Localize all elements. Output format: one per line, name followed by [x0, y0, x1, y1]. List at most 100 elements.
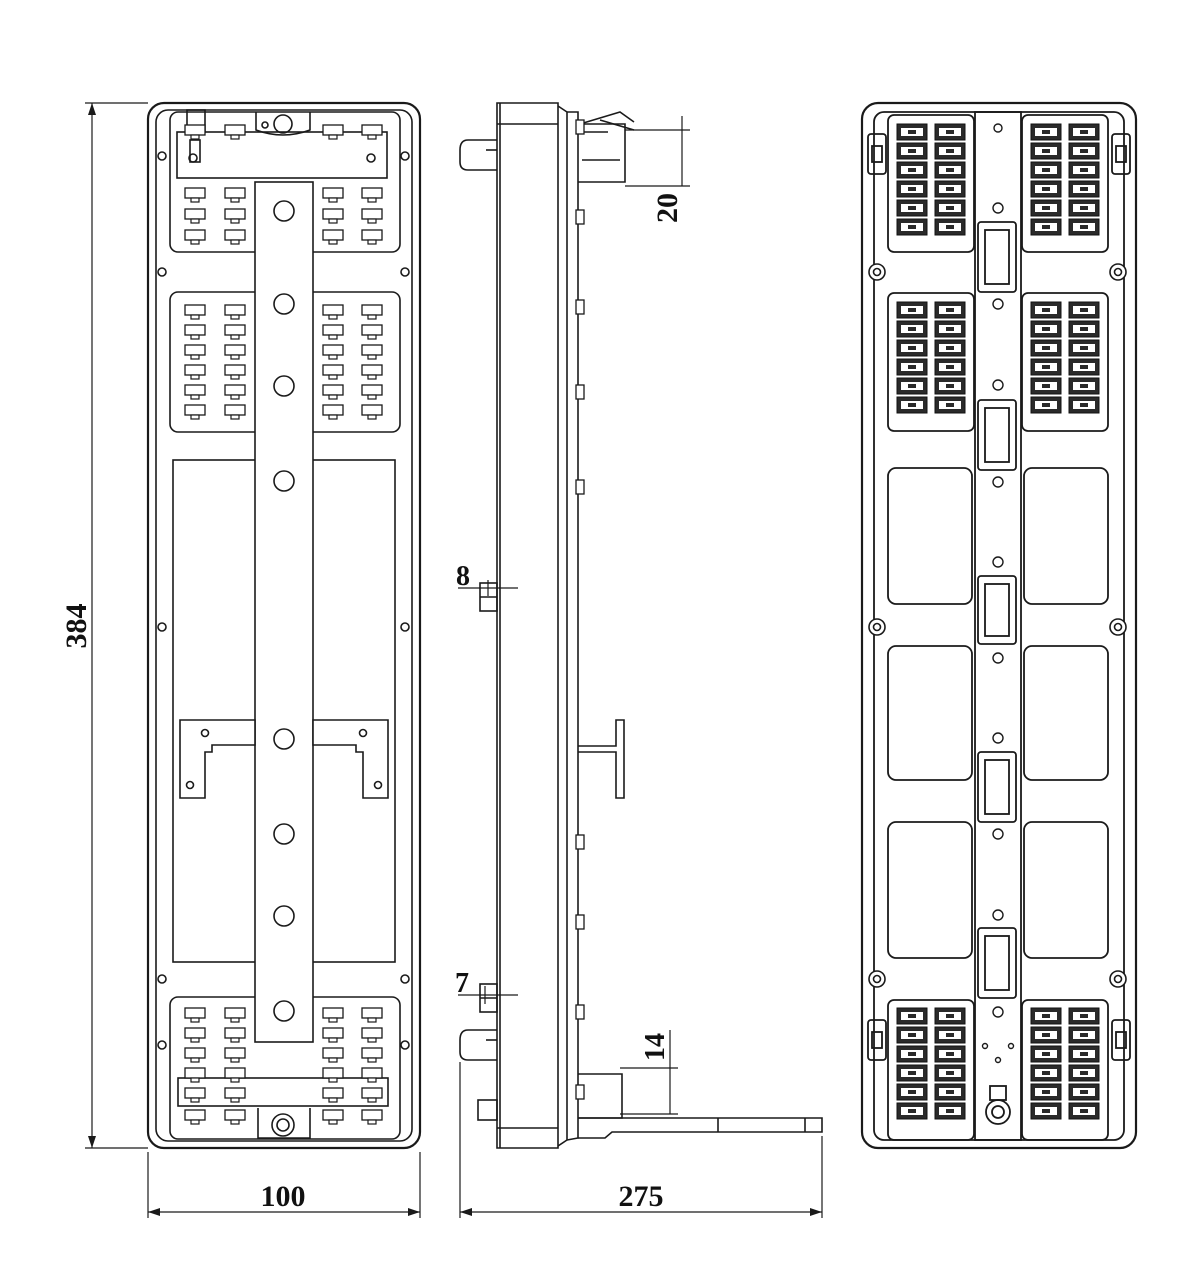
connector-port [224, 208, 246, 224]
connector-port [224, 1109, 246, 1125]
connector-port [322, 324, 344, 340]
fiber-adapter [934, 199, 966, 217]
fiber-adapter [896, 142, 928, 160]
fiber-adapter [1068, 320, 1100, 338]
fiber-adapter [896, 1026, 928, 1044]
connector-port [184, 404, 206, 420]
dim-bottom-offset-label: 14 [640, 1033, 671, 1061]
fiber-adapter [1030, 123, 1062, 141]
rear-spine-holes [981, 123, 1015, 1064]
dim-upper-tab-label: 8 [456, 561, 470, 592]
rear-outer-frame [860, 101, 1138, 1150]
fiber-adapter [896, 339, 928, 357]
fiber-adapter [1030, 161, 1062, 179]
side-connector [575, 384, 585, 400]
fiber-adapter [934, 218, 966, 236]
fiber-adapter [1030, 218, 1062, 236]
fiber-adapter [1068, 377, 1100, 395]
connector-port [322, 1027, 344, 1043]
rear-module-tr [1021, 114, 1109, 253]
rear-module-tl [887, 114, 975, 253]
connector-port [184, 344, 206, 360]
front-bar-holes [273, 200, 295, 1022]
fiber-adapter [1068, 142, 1100, 160]
connector-port [322, 404, 344, 420]
front-bottom-clamp [177, 1077, 389, 1107]
fiber-adapter [896, 301, 928, 319]
connector-port [184, 1027, 206, 1043]
dimension-arrows [88, 103, 822, 1216]
connector-port [184, 1007, 206, 1023]
side-connector [575, 209, 585, 225]
fiber-adapter [896, 396, 928, 414]
connector-port [224, 404, 246, 420]
connector-port [224, 384, 246, 400]
side-view [459, 102, 823, 1149]
connector-port [361, 187, 383, 203]
fiber-adapter [1030, 396, 1062, 414]
connector-port [184, 208, 206, 224]
fiber-adapter [934, 180, 966, 198]
connector-port [322, 364, 344, 380]
connector-port [322, 1007, 344, 1023]
fiber-adapter [1068, 1045, 1100, 1063]
fiber-adapter [1030, 301, 1062, 319]
dim-height-label: 384 [60, 604, 93, 649]
connector-port [361, 1109, 383, 1125]
connector-port [322, 304, 344, 320]
fiber-adapter [1030, 320, 1062, 338]
connector-port [361, 229, 383, 245]
rear-mount-holes [868, 263, 1127, 988]
connector-port [224, 229, 246, 245]
connector-port [322, 187, 344, 203]
fiber-adapter [934, 123, 966, 141]
fiber-adapter [1068, 1026, 1100, 1044]
fiber-adapter [934, 142, 966, 160]
dim-front-width-label: 100 [261, 1180, 306, 1213]
fiber-adapter [1068, 123, 1100, 141]
fiber-adapter [934, 1026, 966, 1044]
fiber-adapter [1068, 1007, 1100, 1025]
connector-port [361, 304, 383, 320]
side-connectors [575, 119, 585, 1100]
fiber-adapter [934, 1102, 966, 1120]
fiber-adapter [1030, 199, 1062, 217]
connector-port [184, 1109, 206, 1125]
rear-module-mr [1021, 292, 1109, 432]
connector-port [184, 304, 206, 320]
connector-port [184, 1047, 206, 1063]
fiber-adapter [934, 1045, 966, 1063]
fiber-adapter [896, 123, 928, 141]
fiber-adapter [896, 199, 928, 217]
fiber-adapter [934, 320, 966, 338]
side-connector [575, 1084, 585, 1100]
side-lower-hook [459, 1029, 497, 1061]
rear-module-bl [887, 999, 975, 1141]
connector-port [322, 1047, 344, 1063]
fiber-adapter [1068, 339, 1100, 357]
connector-port [224, 1027, 246, 1043]
connector-port [361, 208, 383, 224]
connector-port [322, 208, 344, 224]
fiber-adapter [934, 1007, 966, 1025]
fiber-adapter [1030, 1083, 1062, 1101]
fiber-adapter [1068, 161, 1100, 179]
connector-port [361, 1047, 383, 1063]
fiber-adapter [934, 301, 966, 319]
dim-top-offset-label: 20 [651, 193, 684, 223]
connector-port [224, 324, 246, 340]
front-view [146, 101, 422, 1150]
connector-port [184, 324, 206, 340]
fiber-adapter [896, 377, 928, 395]
fiber-adapter [934, 1083, 966, 1101]
fiber-adapter [934, 339, 966, 357]
front-center-bar [254, 181, 314, 1043]
side-connector [575, 1004, 585, 1020]
fiber-adapter [1068, 218, 1100, 236]
fiber-adapter [1030, 1045, 1062, 1063]
fiber-adapter [1068, 1083, 1100, 1101]
connector-port [184, 187, 206, 203]
fiber-adapter [934, 358, 966, 376]
front-inner-frame [155, 109, 413, 1142]
dim-side-depth-label: 275 [619, 1180, 664, 1213]
